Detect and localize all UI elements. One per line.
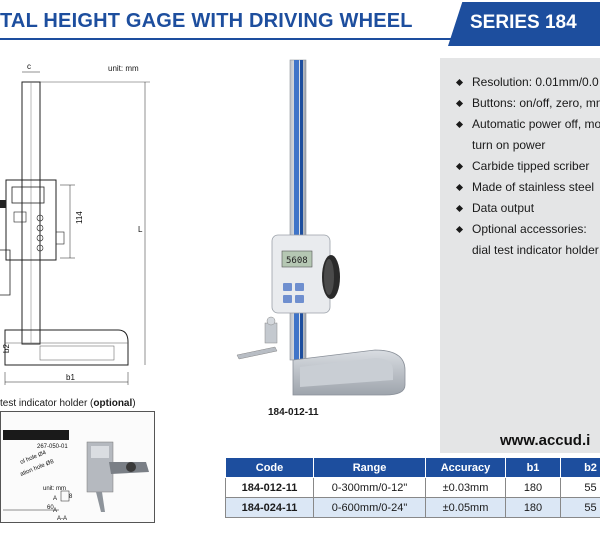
accessory-title: test indicator holder (optional) [0, 398, 136, 409]
accessory-section: A-A [57, 516, 67, 522]
accessory-box: 267-050-01 ol hole Ø4 ation hole Ø8 unit… [0, 411, 155, 523]
header-range: Range [313, 457, 426, 478]
accessory-dim-a1: A [53, 496, 57, 502]
cell-b2: 55 [560, 497, 600, 518]
cell-b1: 180 [505, 497, 561, 518]
header-b2: b2 [560, 457, 600, 478]
height-gage-photo: 5608 [236, 59, 406, 396]
header-accuracy: Accuracy [425, 457, 506, 478]
features-list: Resolution: 0.01mm/0.0 Buttons: on/off, … [455, 72, 600, 261]
bullet-icon [455, 162, 464, 171]
website-url[interactable]: www.accud.i [500, 432, 591, 449]
accessory-drawing: 267-050-01 ol hole Ø4 ation hole Ø8 unit… [3, 430, 149, 522]
bullet-icon [455, 78, 464, 87]
table-header-row: Code Range Accuracy b1 b2 [225, 457, 600, 478]
page-title: TAL HEIGHT GAGE WITH DRIVING WHEEL [0, 10, 413, 32]
cell-accuracy: ±0.03mm [425, 477, 506, 498]
table-row: 184-024-11 0-600mm/0-24" ±0.05mm 180 55 [225, 497, 600, 518]
accessory-dim-8: 8 [69, 494, 73, 500]
feature-item: Resolution: 0.01mm/0.0 [455, 72, 600, 93]
cell-range: 0-600mm/0-24" [313, 497, 426, 518]
drawing-unit-label: unit: mm [108, 64, 139, 73]
cell-code: 184-012-11 [225, 477, 314, 498]
bullet-icon [455, 120, 464, 129]
product-code-caption: 184-012-11 [268, 407, 319, 418]
features-panel [440, 58, 600, 453]
bullet-icon [455, 183, 464, 192]
cell-range: 0-300mm/0-12" [313, 477, 426, 498]
dim-b2-label: b2 [2, 344, 11, 353]
dim-c-label: c [27, 62, 31, 71]
header-code: Code [225, 457, 314, 478]
dim-114-label: 114 [75, 211, 84, 224]
cell-b2: 55 [560, 477, 600, 498]
dim-l-label: L [138, 225, 143, 234]
header-rule [0, 38, 600, 40]
table-row: 184-012-11 0-300mm/0-12" ±0.03mm 180 55 [225, 477, 600, 498]
bullet-icon [455, 204, 464, 213]
bullet-icon [455, 225, 464, 234]
display-readout: 5608 [286, 256, 308, 266]
feature-item: Automatic power off, mov [455, 114, 600, 135]
feature-item: Carbide tipped scriber [455, 156, 600, 177]
feature-item-continuation: dial test indicator holder [472, 243, 599, 257]
cell-code: 184-024-11 [225, 497, 314, 518]
feature-item: Optional accessories: [455, 219, 600, 240]
accessory-code: 267-050-01 [37, 444, 68, 450]
dim-b1-label: b1 [66, 373, 75, 382]
feature-item-continuation: turn on power [472, 138, 546, 152]
feature-item: Data output [455, 198, 600, 219]
feature-item: Buttons: on/off, zero, mm [455, 93, 600, 114]
spec-table: Code Range Accuracy b1 b2 184-012-11 0-3… [225, 457, 600, 518]
feature-item: Made of stainless steel [455, 177, 600, 198]
bullet-icon [455, 99, 464, 108]
technical-drawing: c 114 L b2 b1 [0, 62, 150, 385]
accessory-unit: unit: mm [43, 486, 66, 492]
cell-b1: 180 [505, 477, 561, 498]
cell-accuracy: ±0.05mm [425, 497, 506, 518]
series-label: SERIES 184 [470, 12, 577, 33]
accessory-dim-60: 60 [47, 505, 54, 511]
header-b1: b1 [505, 457, 561, 478]
accessory-dim-a2: A [53, 508, 57, 514]
